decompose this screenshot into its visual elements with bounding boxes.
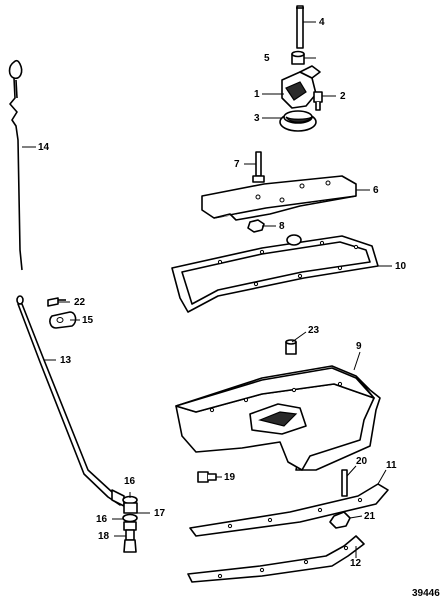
pickup-nut (291, 50, 305, 65)
locating-dowel (285, 339, 297, 355)
oil-pump (281, 65, 321, 109)
callout-9: 9 (356, 341, 362, 352)
dipstick-tube (16, 295, 125, 507)
callout-labels: 1 2 3 4 5 6 7 8 9 10 11 12 13 14 15 16 1… (38, 17, 407, 569)
callout-4: 4 (319, 17, 325, 28)
windage-tray (201, 175, 357, 221)
side-gasket-upper (189, 483, 389, 537)
callout-3: 3 (254, 113, 260, 124)
pump-bolt (313, 91, 323, 111)
callout-19: 19 (224, 472, 236, 483)
leader-lines (22, 21, 392, 558)
oil-pan-gasket-upper (171, 234, 379, 313)
callout-10: 10 (395, 261, 407, 272)
oil-pan (175, 365, 381, 471)
oil-pan-bolt (197, 471, 217, 483)
tube-fitting-assembly (122, 495, 138, 553)
callout-21: 21 (364, 511, 376, 522)
callout-13: 13 (60, 355, 72, 366)
gasket-nut (329, 511, 351, 529)
figure-number: 39446 (412, 588, 440, 599)
callout-17: 17 (154, 508, 166, 519)
callout-20: 20 (356, 456, 368, 467)
dipstick (8, 59, 23, 271)
callout-14: 14 (38, 142, 50, 153)
callout-1: 1 (254, 89, 260, 100)
side-gasket-lower (187, 535, 365, 583)
callout-6: 6 (373, 185, 379, 196)
callout-16a: 16 (124, 476, 136, 487)
pan-stud (341, 469, 348, 497)
callout-16b: 16 (96, 514, 108, 525)
tray-nut (247, 219, 265, 233)
baffle-stud (252, 151, 265, 183)
pickup-stud (296, 5, 304, 49)
clamp-screw (47, 297, 66, 307)
callout-11: 11 (386, 460, 397, 471)
callout-23: 23 (308, 325, 320, 336)
tube-clamp (49, 311, 77, 329)
callout-5: 5 (264, 53, 270, 64)
callout-12: 12 (350, 558, 362, 569)
callout-2: 2 (340, 91, 346, 102)
callout-15: 15 (82, 315, 94, 326)
callout-18: 18 (98, 531, 110, 542)
callout-7: 7 (234, 159, 240, 170)
callout-22: 22 (74, 297, 86, 308)
pickup-screen (279, 110, 317, 132)
callout-8: 8 (279, 221, 285, 232)
